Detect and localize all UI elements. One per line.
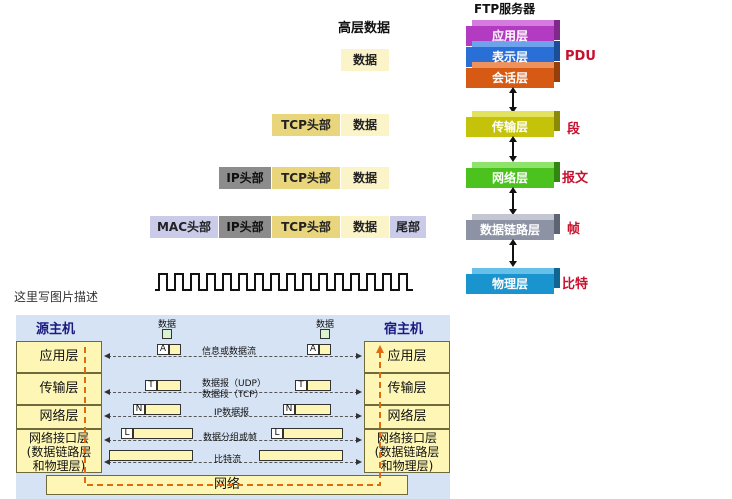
left-transport-layer: 传输层 bbox=[16, 373, 102, 405]
transport-flow-arrow-left bbox=[104, 389, 110, 395]
packet-label: 报文 bbox=[562, 171, 589, 186]
data-block-1: 数据 bbox=[341, 49, 389, 71]
left-link-layer: 网络接口层 (数据链路层 和物理层) bbox=[16, 429, 102, 473]
data-block-2: 数据 bbox=[341, 114, 389, 136]
physical-cell-right bbox=[259, 450, 343, 461]
network-cell-right bbox=[295, 404, 331, 415]
left-network-layer: 网络层 bbox=[16, 405, 102, 429]
transport-flow-arrow-right bbox=[356, 389, 362, 395]
transport-flow-line bbox=[108, 392, 358, 393]
app-flow-label: 信息或数据流 bbox=[202, 347, 257, 357]
layer-datalink: 数据链路层 bbox=[466, 214, 560, 240]
data-label-right: 数据 bbox=[316, 320, 335, 330]
link-flow-line bbox=[108, 440, 358, 441]
transport-cell-left bbox=[157, 380, 181, 391]
arrow-session-transport bbox=[509, 87, 517, 113]
layer-network: 网络层 bbox=[466, 162, 560, 188]
app-cell-left bbox=[169, 344, 181, 355]
physical-flow-line bbox=[108, 462, 358, 463]
link-cell-right bbox=[283, 428, 343, 439]
link-flow-arrow-left bbox=[104, 437, 110, 443]
transport-tag-right: T bbox=[295, 380, 307, 391]
physical-flow-label: 比特流 bbox=[214, 455, 242, 465]
transport-tag-left: T bbox=[145, 380, 157, 391]
source-host-title: 源主机 bbox=[36, 322, 76, 337]
ftp-server-label: FTP服务器 bbox=[474, 2, 536, 16]
layer-session: 会话层 bbox=[466, 62, 560, 88]
link-cell-left bbox=[133, 428, 193, 439]
link-tag-left: L bbox=[121, 428, 133, 439]
app-tag-left: A bbox=[157, 344, 169, 355]
app-cell-right bbox=[319, 344, 331, 355]
physical-cell-left bbox=[109, 450, 193, 461]
ip-header-block-2: IP头部 bbox=[219, 216, 271, 238]
pdu-label: PDU bbox=[565, 49, 596, 64]
link-flow-label: 数据分组或帧 bbox=[203, 433, 258, 443]
bit-label: 比特 bbox=[562, 277, 589, 292]
transport-flow-label: 数据报（UDP） 数据段（TCP） bbox=[202, 379, 266, 400]
dest-host-title: 宿主机 bbox=[384, 322, 424, 337]
network-flow-arrow-left bbox=[104, 413, 110, 419]
data-block-3: 数据 bbox=[341, 167, 389, 189]
layer-physical: 物理层 bbox=[466, 268, 560, 294]
image-caption: 这里写图片描述 bbox=[14, 290, 99, 304]
right-transport-layer: 传输层 bbox=[364, 373, 450, 405]
arrow-datalink-physical bbox=[509, 239, 517, 267]
segment-label: 段 bbox=[567, 122, 581, 137]
data-box-left bbox=[162, 329, 172, 339]
transport-cell-right bbox=[307, 380, 331, 391]
right-link-layer: 网络接口层 (数据链路层 和物理层) bbox=[364, 429, 450, 473]
data-label-left: 数据 bbox=[158, 320, 177, 330]
link-tag-right: L bbox=[271, 428, 283, 439]
right-app-layer: 应用层 bbox=[364, 341, 450, 373]
tcp-header-block-2: TCP头部 bbox=[272, 167, 340, 189]
app-flow-arrow-left bbox=[104, 353, 110, 359]
link-flow-arrow-right bbox=[356, 437, 362, 443]
ip-header-block-1: IP头部 bbox=[219, 167, 271, 189]
app-flow-arrow-right bbox=[356, 353, 362, 359]
tcp-header-block-3: TCP头部 bbox=[272, 216, 340, 238]
physical-flow-arrow-right bbox=[356, 459, 362, 465]
network-flow-arrow-right bbox=[356, 413, 362, 419]
left-app-layer: 应用层 bbox=[16, 341, 102, 373]
app-flow-line bbox=[108, 356, 358, 357]
layer-transport: 传输层 bbox=[466, 111, 560, 137]
data-box-right bbox=[320, 329, 330, 339]
physical-flow-arrow-left bbox=[104, 459, 110, 465]
right-network-layer: 网络层 bbox=[364, 405, 450, 429]
bit-wave bbox=[155, 273, 413, 291]
arrow-transport-network bbox=[509, 136, 517, 162]
network-tag-left: N bbox=[133, 404, 145, 415]
tcp-header-block-1: TCP头部 bbox=[272, 114, 340, 136]
network-tag-right: N bbox=[283, 404, 295, 415]
network-cell-left bbox=[145, 404, 181, 415]
data-path bbox=[84, 345, 384, 486]
network-flow-line bbox=[108, 416, 358, 417]
data-block-4: 数据 bbox=[341, 216, 389, 238]
tail-block: 尾部 bbox=[390, 216, 426, 238]
arrow-network-datalink bbox=[509, 187, 517, 215]
network-flow-label: IP数据报 bbox=[214, 408, 250, 418]
app-tag-right: A bbox=[307, 344, 319, 355]
high-layer-data-label: 高层数据 bbox=[338, 21, 391, 36]
mac-header-block: MAC头部 bbox=[150, 216, 218, 238]
frame-label: 帧 bbox=[567, 222, 581, 237]
